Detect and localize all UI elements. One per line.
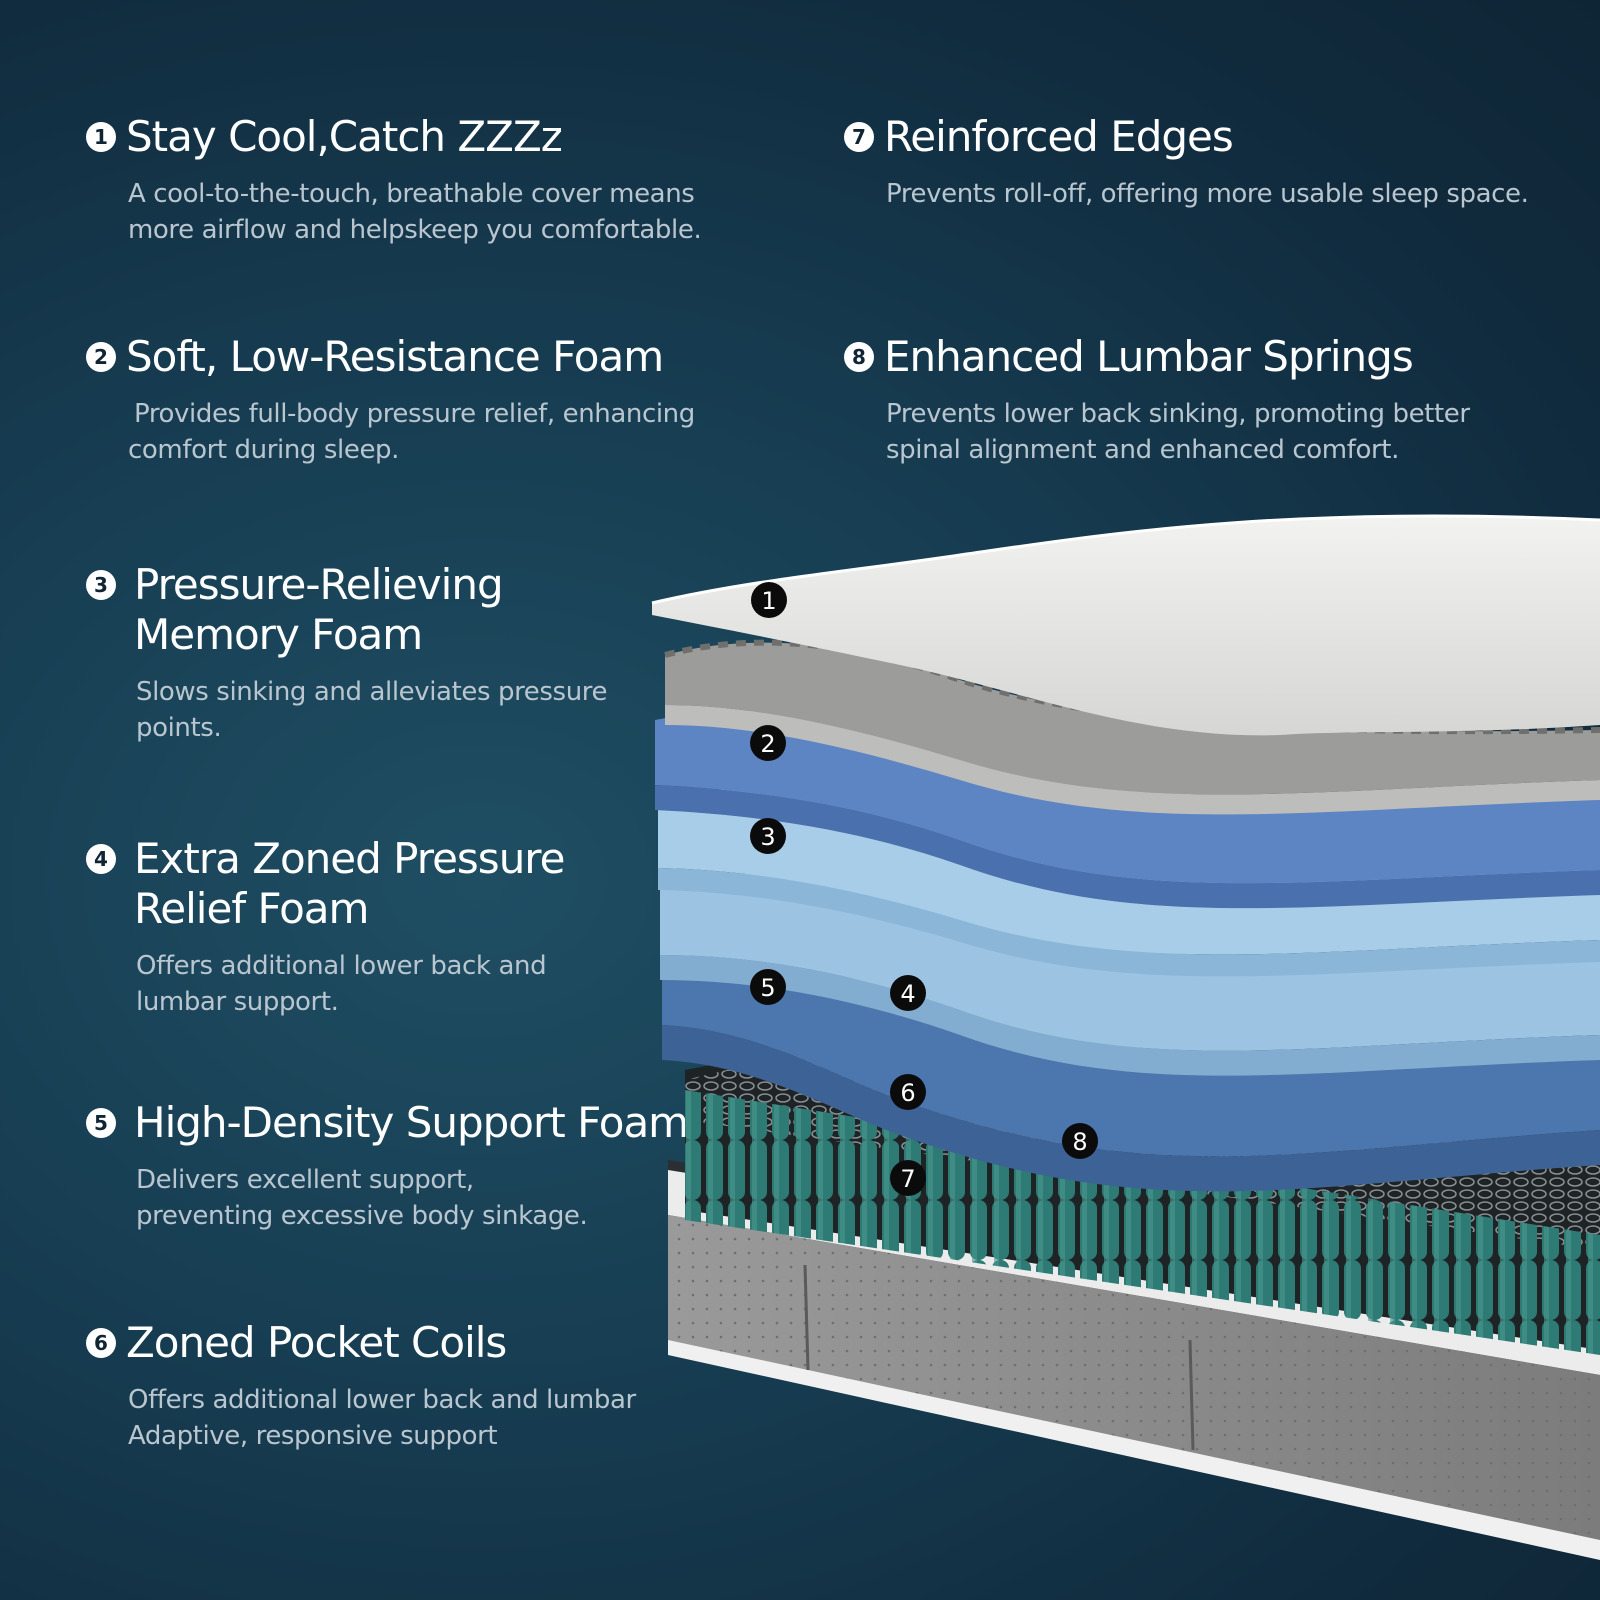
feature-5: 5 High-Density Support Foam Delivers exc… — [86, 1098, 689, 1234]
feature-title-2: Soft, Low-Resistance Foam — [126, 332, 664, 381]
marker-3: 3 — [750, 818, 786, 854]
marker-5: 5 — [750, 969, 786, 1005]
feature-desc-line: lumbar support. — [136, 987, 339, 1017]
feature-7: 7 Reinforced Edges Prevents roll-off, of… — [844, 112, 1529, 212]
feature-desc-4: Offers additional lower back and lumbar … — [136, 948, 565, 1020]
marker-7: 7 — [890, 1160, 926, 1196]
feature-desc-line: comfort during sleep. — [128, 435, 400, 465]
feature-desc-line: Slows sinking and alleviates pressure — [136, 677, 608, 707]
number-badge-1: 1 — [86, 122, 116, 152]
marker-label: 1 — [761, 587, 776, 615]
feature-desc-line: Delivers excellent support, — [136, 1165, 474, 1195]
number-badge-4: 4 — [86, 844, 116, 874]
feature-title-5: High-Density Support Foam — [134, 1098, 689, 1147]
feature-1: 1 Stay Cool,Catch ZZZz A cool-to-the-tou… — [86, 112, 702, 248]
feature-title-3: Pressure-Relieving Memory Foam — [134, 560, 504, 660]
marker-label: 3 — [760, 823, 775, 851]
marker-1: 1 — [751, 582, 787, 618]
marker-8: 8 — [1062, 1123, 1098, 1159]
feature-desc-8: Prevents lower back sinking, promoting b… — [886, 396, 1470, 468]
number-badge-2: 2 — [86, 342, 116, 372]
feature-desc-6: Offers additional lower back and lumbar … — [128, 1382, 636, 1454]
marker-6: 6 — [890, 1074, 926, 1110]
number-badge-6: 6 — [86, 1328, 116, 1358]
feature-desc-1: A cool-to-the-touch, breathable cover me… — [128, 176, 702, 248]
quilted-cover-layer — [652, 515, 1600, 736]
marker-label: 2 — [760, 730, 775, 758]
feature-title-8: Enhanced Lumbar Springs — [884, 332, 1414, 381]
number-badge-3: 3 — [86, 570, 116, 600]
feature-8: 8 Enhanced Lumbar Springs Prevents lower… — [844, 332, 1470, 468]
marker-label: 4 — [900, 980, 915, 1008]
number-badge-5: 5 — [86, 1108, 116, 1138]
feature-desc-line: Prevents lower back sinking, promoting b… — [886, 399, 1470, 429]
feature-desc-line: A cool-to-the-touch, breathable cover me… — [128, 179, 695, 209]
marker-4: 4 — [890, 975, 926, 1011]
feature-title-1: Stay Cool,Catch ZZZz — [126, 112, 563, 161]
marker-label: 8 — [1072, 1128, 1087, 1156]
feature-title-line: Pressure-Relieving — [134, 560, 504, 609]
feature-title-line: Memory Foam — [134, 610, 423, 659]
number-badge-7: 7 — [844, 122, 874, 152]
feature-desc-line: Prevents roll-off, offering more usable … — [886, 179, 1529, 209]
feature-desc-line: Adaptive, responsive support — [128, 1421, 498, 1451]
feature-desc-line: Offers additional lower back and — [136, 951, 547, 981]
feature-title-7: Reinforced Edges — [884, 112, 1234, 161]
feature-title-6: Zoned Pocket Coils — [126, 1318, 507, 1367]
feature-desc-5: Delivers excellent support, preventing e… — [136, 1162, 688, 1234]
feature-desc-2: Provides full-body pressure relief, enha… — [128, 396, 695, 468]
feature-3: 3 Pressure-Relieving Memory Foam Slows s… — [86, 560, 607, 746]
marker-label: 7 — [900, 1165, 915, 1193]
feature-desc-line: points. — [136, 713, 222, 743]
feature-desc-7: Prevents roll-off, offering more usable … — [886, 176, 1529, 212]
feature-desc-line: preventing excessive body sinkage. — [136, 1201, 588, 1231]
feature-2: 2 Soft, Low-Resistance Foam Provides ful… — [86, 332, 695, 468]
number-badge-8: 8 — [844, 342, 874, 372]
feature-desc-3: Slows sinking and alleviates pressure po… — [136, 674, 607, 746]
feature-title-line: Extra Zoned Pressure — [134, 834, 565, 883]
marker-label: 6 — [900, 1079, 915, 1107]
feature-title-4: Extra Zoned Pressure Relief Foam — [134, 834, 565, 934]
feature-desc-line: Offers additional lower back and lumbar — [128, 1385, 636, 1415]
feature-desc-line: Provides full-body pressure relief, enha… — [134, 399, 695, 429]
marker-label: 5 — [760, 974, 775, 1002]
feature-desc-line: spinal alignment and enhanced comfort. — [886, 435, 1399, 465]
feature-4: 4 Extra Zoned Pressure Relief Foam Offer… — [86, 834, 565, 1020]
feature-desc-line: more airflow and helpskeep you comfortab… — [128, 215, 702, 245]
feature-6: 6 Zoned Pocket Coils Offers additional l… — [86, 1318, 636, 1454]
marker-2: 2 — [750, 725, 786, 761]
feature-title-line: Relief Foam — [134, 884, 369, 933]
